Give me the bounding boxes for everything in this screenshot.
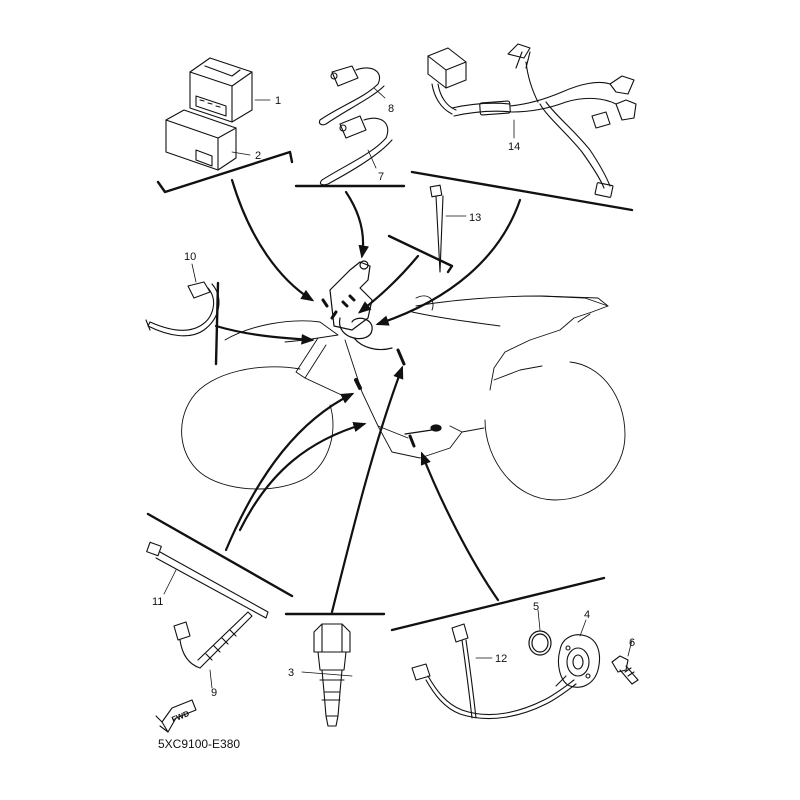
callout-9: 9	[211, 687, 217, 699]
bracket-band-group	[146, 512, 294, 598]
arrow-clamp-to-bike	[344, 190, 369, 259]
fwd-label: FWD	[170, 709, 190, 724]
mounted-coil-marker	[354, 378, 362, 390]
airbox-rail	[493, 365, 543, 381]
front-wheel	[181, 366, 334, 490]
cdi-unit-part-2	[165, 109, 237, 171]
callout-1: 1	[275, 95, 281, 107]
tank-curve	[415, 295, 434, 311]
group-brackets	[146, 150, 634, 632]
arrow-harness-to-bike	[375, 198, 522, 326]
pickup-coil-part-4	[555, 634, 601, 688]
mounted-pickup-cover	[430, 424, 442, 432]
seat-line	[411, 311, 501, 327]
callout-8: 8	[388, 103, 394, 115]
wire-harness-part-14	[427, 43, 637, 198]
forward-direction-icon: FWD	[155, 699, 197, 733]
mounted-plug	[396, 348, 406, 366]
fork-lower	[304, 377, 349, 399]
mounted-wire-drop	[353, 337, 393, 351]
mounted-components	[321, 260, 442, 448]
bracket-harness-group	[410, 170, 634, 212]
o-ring-part-5	[528, 630, 552, 656]
arrow-band-to-bike-b	[238, 421, 367, 532]
wire-clamp-part-7	[319, 115, 393, 186]
arrow-tie-to-bike	[357, 254, 420, 314]
wire-clamp-part-8	[318, 65, 385, 126]
callout-3: 3	[288, 667, 294, 679]
rear-fender	[539, 295, 609, 323]
callout-leaders	[163, 87, 633, 689]
mounted-bolt-hole	[359, 260, 369, 270]
mounted-wire-loop	[339, 317, 373, 340]
rear-wheel	[484, 361, 626, 501]
bolt-part-6	[611, 655, 639, 685]
cable-tie-part-13	[429, 184, 444, 273]
callout-7: 7	[378, 171, 384, 183]
bracket-pickup-group	[390, 576, 606, 632]
diagram-code: 5XC9100-E380	[158, 737, 240, 751]
clip-part-10	[145, 281, 220, 337]
arrow-band-to-bike-a	[224, 392, 355, 552]
callout-13: 13	[469, 212, 481, 224]
fork-leg	[295, 337, 327, 379]
mounted-tie-mark	[408, 434, 416, 448]
engine-case	[377, 425, 463, 459]
callout-5: 5	[533, 601, 539, 613]
bracket-cdi-group	[156, 150, 294, 194]
callout-10: 10	[184, 251, 196, 263]
arrow-pickup-to-bike	[420, 451, 500, 602]
callout-4: 4	[584, 609, 590, 621]
side-number-plate	[415, 295, 609, 391]
callout-14: 14	[508, 141, 520, 153]
callout-2: 2	[255, 150, 261, 162]
cdi-unit-part-1	[189, 57, 253, 123]
mounted-dash-a	[321, 294, 356, 320]
callout-12: 12	[495, 653, 507, 665]
band-part-11	[146, 541, 269, 619]
arrow-clip-to-bike	[214, 324, 315, 345]
mounted-bracket	[329, 261, 373, 331]
ignition-coil-part-3	[313, 623, 351, 727]
motorcycle-outline	[181, 295, 626, 501]
frame-downtube	[344, 339, 409, 439]
pickup-wire-part-12	[411, 623, 577, 720]
shock-link	[461, 427, 485, 433]
callout-11: 11	[152, 596, 163, 608]
front-fender	[224, 320, 339, 343]
callout-6: 6	[629, 637, 635, 649]
arrow-coil-to-bike	[330, 365, 404, 614]
band-clamp-part-9	[173, 611, 253, 669]
bracket-clip-group	[214, 281, 220, 366]
arrow-cdi-to-bike	[230, 178, 315, 302]
bracket-tie-group	[387, 234, 454, 274]
mounted-pickup-lead	[404, 429, 433, 435]
callout-numbers: 1 2 3 4 5 6 7 8 9 10 11 12 13 14	[152, 95, 635, 699]
leader-arrows	[214, 178, 522, 614]
